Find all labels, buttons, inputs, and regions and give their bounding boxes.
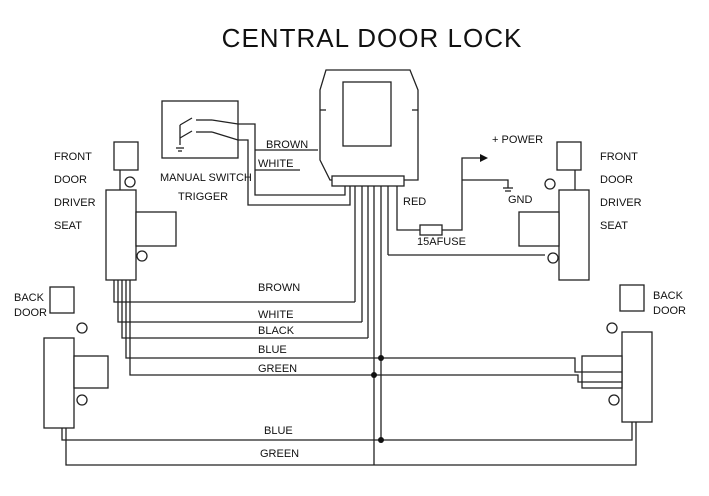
wire-label-top-brown: BROWN <box>266 139 308 151</box>
wire-label-white: WHITE <box>258 309 293 321</box>
wire-label-bottom-green: GREEN <box>260 448 299 460</box>
diagram-title: CENTRAL DOOR LOCK <box>222 23 523 53</box>
wire-label-green: GREEN <box>258 363 297 375</box>
manual-switch-label-1: MANUAL SWITCH <box>160 172 252 184</box>
wire-label-black: BLACK <box>258 325 295 337</box>
gnd-label: GND <box>508 194 533 206</box>
wire-label-top-white: WHITE <box>258 158 293 170</box>
front-right-label-3: DRIVER <box>600 197 642 209</box>
wire-label-bottom-blue: BLUE <box>264 425 293 437</box>
actuator-back-right <box>581 284 653 423</box>
front-right-label-4: SEAT <box>600 220 628 232</box>
actuator-back-left <box>43 286 109 429</box>
actuator-front-right <box>518 141 590 281</box>
front-left-label-3: DRIVER <box>54 197 96 209</box>
wire-label-brown: BROWN <box>258 282 300 294</box>
wire-label-blue: BLUE <box>258 344 287 356</box>
back-left-label-2: DOOR <box>14 307 47 319</box>
red-label: RED <box>403 196 426 208</box>
control-unit <box>319 69 419 187</box>
back-left-label-1: BACK <box>14 292 45 304</box>
front-left-label-1: FRONT <box>54 151 92 163</box>
front-left-label-2: DOOR <box>54 174 87 186</box>
back-right-label-2: DOOR <box>653 305 686 317</box>
power-arrow-icon <box>480 154 488 162</box>
back-right-label-1: BACK <box>653 290 684 302</box>
manual-switch-label-2: TRIGGER <box>178 191 228 203</box>
power-label: + POWER <box>492 134 543 146</box>
front-right-label-2: DOOR <box>600 174 633 186</box>
fuse-label: 15AFUSE <box>417 236 466 248</box>
front-right-label-1: FRONT <box>600 151 638 163</box>
fuse <box>419 224 443 236</box>
front-left-label-4: SEAT <box>54 220 82 232</box>
actuator-front-left <box>105 141 177 281</box>
manual-switch <box>161 100 239 159</box>
